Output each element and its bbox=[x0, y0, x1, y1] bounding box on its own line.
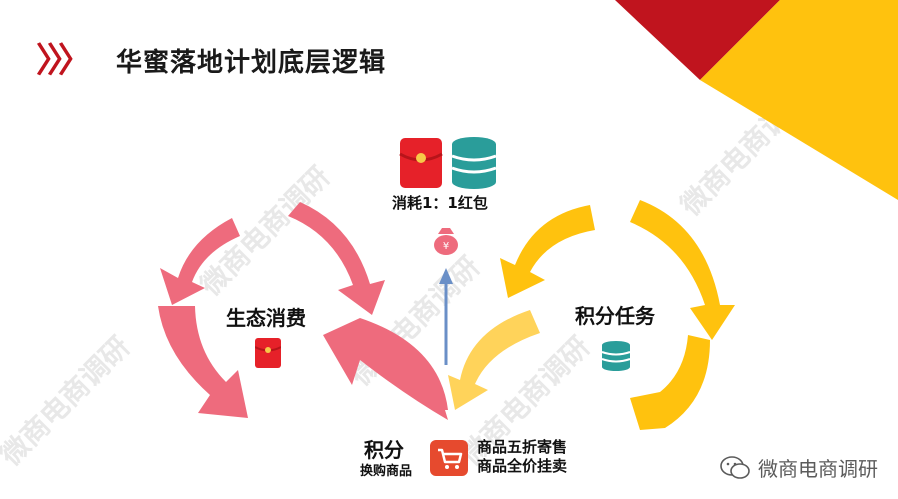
sell-line-2: 商品全价挂卖 bbox=[477, 457, 568, 475]
title-bar: 〉〉〉 华蜜落地计划底层逻辑 bbox=[36, 42, 386, 79]
coin-stack-icon bbox=[601, 341, 631, 371]
coin-stack-icon bbox=[451, 137, 497, 189]
exchange-goods-label: 换购商品 bbox=[360, 464, 413, 479]
chevron-icon: 〉〉〉 bbox=[36, 40, 92, 81]
watermark-text: 微商电商调研 bbox=[758, 457, 878, 481]
red-envelope-icon bbox=[255, 338, 281, 368]
shopping-cart-icon bbox=[430, 440, 468, 476]
sell-line-1: 商品五折寄售 bbox=[477, 438, 568, 456]
watermark: 微商电商调研 bbox=[720, 453, 878, 482]
cost-label: 消耗1：1红包 bbox=[392, 194, 488, 212]
page-title: 华蜜落地计划底层逻辑 bbox=[116, 48, 387, 78]
red-envelope-icon bbox=[399, 138, 443, 188]
wechat-icon bbox=[720, 455, 750, 479]
right-cycle-arrows bbox=[448, 200, 735, 430]
points-label: 积分 bbox=[364, 438, 404, 462]
eco-consumption-label: 生态消费 bbox=[226, 306, 306, 330]
svg-text:¥: ¥ bbox=[443, 241, 449, 252]
sell-options-label: 商品五折寄售 商品全价挂卖 bbox=[477, 438, 567, 476]
money-bag-icon: ¥ bbox=[434, 228, 458, 255]
left-cycle-arrows bbox=[158, 202, 448, 420]
points-task-label: 积分任务 bbox=[575, 304, 655, 328]
blue-up-arrow bbox=[439, 268, 453, 365]
